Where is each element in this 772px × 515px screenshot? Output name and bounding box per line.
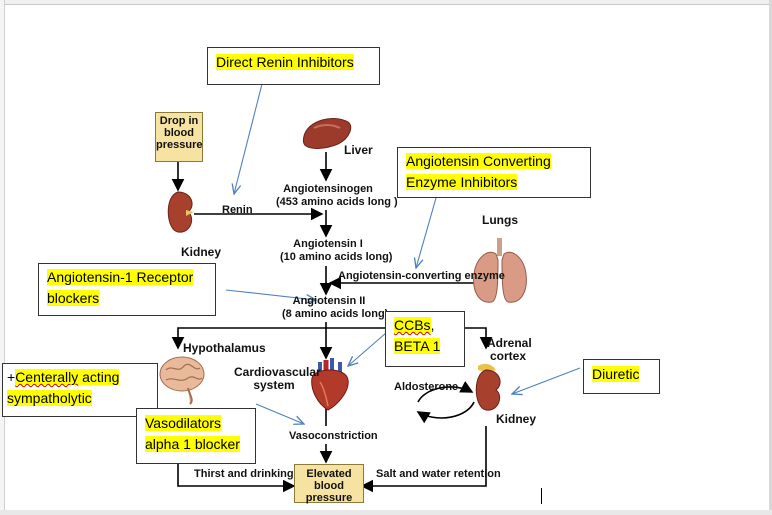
ccbs-beta1-box[interactable]: CCBs, BETA 1 <box>385 311 465 367</box>
window-bottom-edge <box>0 510 772 515</box>
adrenal-label: Adrenal cortex <box>487 336 532 363</box>
ace-inhibitors-box[interactable]: Angiotensin Converting Enzyme Inhibitors <box>397 147 591 198</box>
salt-line <box>360 426 487 493</box>
central-acting: acting <box>78 369 120 385</box>
kidney-right-icon <box>475 363 501 411</box>
elevated-bp-line-2: pressure <box>305 492 353 504</box>
diuretic-arrow <box>512 367 581 394</box>
text-cursor <box>541 488 542 504</box>
ace-inhibitor-arrow <box>416 197 437 268</box>
angiotensinogen-label: Angiotensinogen (453 amino acids long ) <box>276 183 398 209</box>
kidney-left-label: Kidney <box>181 245 222 259</box>
diuretic-text: Diuretic <box>592 366 640 382</box>
vasodilator-arrow <box>255 403 304 424</box>
angiotensin1-label: Angiotensin I (10 amino acids long) <box>280 238 393 264</box>
drop-bp-box: Drop in blood pressure <box>155 112 203 162</box>
adrenal-line-2: cortex <box>489 349 527 363</box>
adrenal-branch-line <box>326 327 493 350</box>
ace-inhibitors-line-1: Angiotensin Converting <box>406 153 551 169</box>
liver-label: Liver <box>344 143 373 157</box>
vasodilators-box[interactable]: Vasodilators alpha 1 blocker <box>136 408 256 464</box>
angiotensin2-length: (8 amino acids long) <box>282 308 389 320</box>
at1-blockers-box[interactable]: Angiotensin-1 Receptor blockers <box>38 263 216 316</box>
drop-bp-line-1: Drop in <box>159 115 199 127</box>
central-sympatholytic-box[interactable]: +Centerally acting sympatholytic <box>2 363 158 417</box>
elevated-bp-line-1: Elevated blood <box>306 468 352 492</box>
hypothalamus-branch-line <box>171 327 326 350</box>
central-sympatholytic: sympatholytic <box>7 390 92 406</box>
at1-blockers-line-2: blockers <box>47 290 100 306</box>
central-centerally: Centerally <box>15 369 79 385</box>
drop-bp-line-2: blood <box>164 127 194 139</box>
angiotensin1-length: (10 amino acids long) <box>280 251 393 263</box>
angiotensin1-name: Angiotensin I <box>293 238 363 250</box>
ccbs-text: CCBs <box>394 317 431 333</box>
salt-label: Salt and water retention <box>376 468 501 480</box>
direct-renin-inhibitors-text: Direct Renin Inhibitors <box>216 54 354 70</box>
elevated-bp-box: Elevated blood pressure <box>294 464 364 504</box>
vasoconstriction-label: Vasoconstriction <box>289 430 378 442</box>
ccbs-comma: , <box>430 317 435 333</box>
hypothalamus-label: Hypothalamus <box>183 341 266 355</box>
window-left-edge <box>0 0 5 515</box>
aldosterone-label: Aldosterone <box>394 381 459 393</box>
renin-label: Renin <box>222 204 253 216</box>
alpha1-blocker-text: alpha 1 blocker <box>145 436 240 452</box>
ace-inhibitors-line-2: Enzyme Inhibitors <box>406 174 518 190</box>
angiotensin2-name: Angiotensin II <box>292 295 366 307</box>
drop-bp-line-3: pressure <box>156 139 203 151</box>
cardiovascular-line-2: system <box>253 378 295 392</box>
direct-renin-inhibitors-box[interactable]: Direct Renin Inhibitors <box>207 47 380 85</box>
window-top-edge <box>0 0 772 5</box>
aldosterone-arrows <box>416 381 475 424</box>
angiotensin2-label: Angiotensin II (8 amino acids long) <box>282 295 389 321</box>
cardiovascular-line-1: Cardiovascular <box>234 365 321 379</box>
central-plus: + <box>7 369 16 385</box>
window-right-edge <box>769 0 772 515</box>
cardiovascular-label: Cardiovascular system <box>234 365 321 392</box>
heart-icon <box>311 358 349 411</box>
brain-icon <box>159 356 205 405</box>
angiotensinogen-length: (453 amino acids long ) <box>276 196 398 208</box>
lungs-label: Lungs <box>482 213 518 227</box>
diuretic-box[interactable]: Diuretic <box>583 359 660 394</box>
thirst-label: Thirst and drinking <box>194 468 294 480</box>
liver-icon <box>302 118 352 149</box>
at1-blocker-arrow <box>225 289 316 300</box>
beta1-text: BETA 1 <box>394 338 441 354</box>
vasodilators-text: Vasodilators <box>145 415 222 431</box>
kidney-right-label: Kidney <box>496 412 537 426</box>
lungs-icon <box>473 238 527 303</box>
kidney-left-icon <box>167 191 194 233</box>
angiotensinogen-name: Angiotensinogen <box>283 183 373 195</box>
adrenal-line-1: Adrenal <box>487 336 532 350</box>
ace-label: Angiotensin-converting enzyme <box>338 270 505 282</box>
direct-renin-arrow <box>234 83 263 194</box>
at1-blockers-line-1: Angiotensin-1 Receptor <box>47 269 194 285</box>
